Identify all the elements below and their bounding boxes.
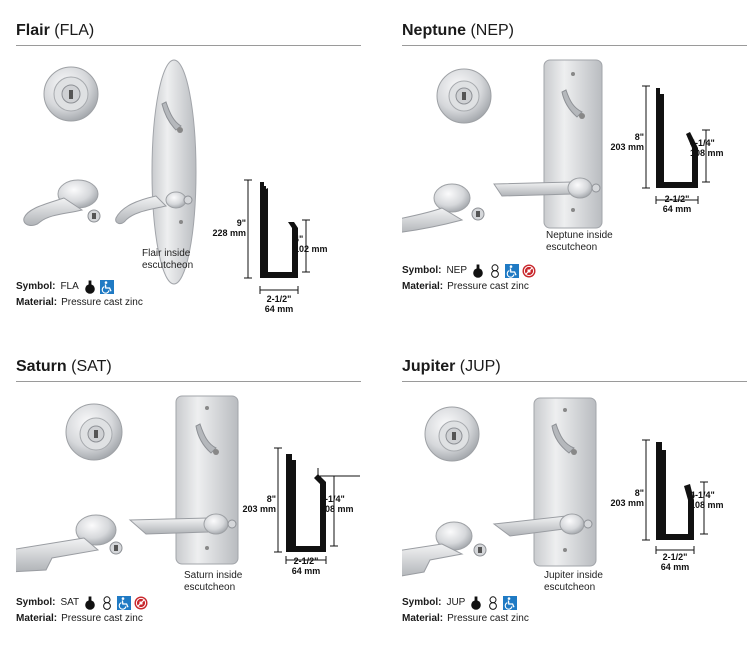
section-title: Flair (FLA) [16, 22, 94, 40]
figure-eight-icon [100, 596, 114, 610]
dim-inner: 4"102 mm [294, 234, 328, 254]
section-title: Saturn (SAT) [16, 358, 112, 376]
symbol-row: Symbol:NEP [402, 264, 539, 278]
material-row: Material:Pressure cast zinc [402, 281, 529, 292]
material-row: Material:Pressure cast zinc [402, 613, 529, 624]
section-title: Jupiter (JUP) [402, 358, 501, 376]
dim-height: 8"203 mm [610, 488, 644, 508]
title-rule [16, 381, 361, 382]
neptune-product-illustration [402, 59, 710, 233]
lock-dot-icon [83, 596, 97, 610]
figure-eight-icon [486, 596, 500, 610]
wheelchair-icon [503, 596, 518, 610]
title-rule [402, 45, 747, 46]
jupiter-product-illustration [402, 397, 708, 577]
dim-width: 2-1/2"64 mm [662, 194, 692, 214]
dim-height: 9"228 mm [212, 218, 246, 238]
figure-eight-icon [488, 264, 502, 278]
title-rule [16, 45, 361, 46]
symbol-row: Symbol:JUP [402, 596, 520, 610]
dim-inner: 4-1/4"108 mm [690, 138, 724, 158]
product-code: (SAT) [71, 358, 112, 375]
material-row: Material:Pressure cast zinc [16, 613, 143, 624]
vandal-resistant-icon [134, 596, 148, 610]
title-rule [402, 381, 747, 382]
section-title: Neptune (NEP) [402, 22, 514, 40]
wheelchair-icon [99, 280, 114, 294]
symbol-row: Symbol:SAT [16, 596, 151, 610]
product-code: (JUP) [459, 358, 501, 375]
dim-width: 2-1/2"64 mm [291, 556, 321, 576]
wheelchair-icon [505, 264, 520, 278]
dim-inner: 4-1/4"108 mm [320, 494, 354, 514]
product-code: (NEP) [470, 22, 515, 39]
vandal-resistant-icon [522, 264, 536, 278]
lock-dot-icon [471, 264, 485, 278]
saturn-product-illustration [16, 395, 360, 573]
product-name: Neptune [402, 22, 466, 39]
symbol-row: Symbol:FLA [16, 280, 117, 294]
dim-height: 8"203 mm [610, 132, 644, 152]
dim-height: 8"203 mm [242, 494, 276, 514]
flair-product-illustration [23, 59, 310, 294]
dim-width: 2-1/2"64 mm [264, 294, 294, 314]
wheelchair-icon [117, 596, 132, 610]
product-name: Jupiter [402, 358, 456, 375]
product-name: Saturn [16, 358, 67, 375]
material-row: Material:Pressure cast zinc [16, 297, 143, 308]
lock-dot-icon [469, 596, 483, 610]
product-code: (FLA) [54, 22, 95, 39]
lock-dot-icon [83, 280, 97, 294]
dim-inner: 4-1/4"108 mm [690, 490, 724, 510]
product-name: Flair [16, 22, 50, 39]
dim-width: 2-1/2"64 mm [660, 552, 690, 572]
